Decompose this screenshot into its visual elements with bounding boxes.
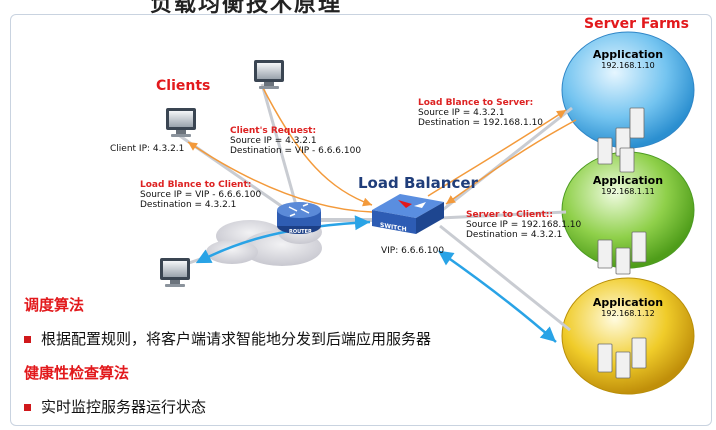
client-monitor-bottom <box>160 258 190 287</box>
lb-to-server-source: Source IP = 4.3.2.1 <box>418 108 505 118</box>
farm-2-title: Application <box>592 174 664 187</box>
farm-1-ip: 192.168.1.10 <box>601 61 655 70</box>
lb-to-server-title: Load Blance to Server: <box>418 98 534 108</box>
server-to-client-title: Server to Client:: <box>466 210 553 220</box>
client-request-label: Client's Request: Source IP = 4.3.2.1 De… <box>230 126 361 156</box>
load-balancer-label: Load Balancer <box>358 174 478 192</box>
note-bullet-health-check: 实时监控服务器运行状态 <box>24 396 206 417</box>
farm-3-ip: 192.168.1.12 <box>601 309 655 318</box>
client-request-title: Client's Request: <box>230 126 317 136</box>
client-monitor-top <box>254 60 284 89</box>
lb-to-client-arrow <box>187 141 373 213</box>
farm-2-label: Application 192.168.1.11 <box>588 174 668 196</box>
client-request-source: Source IP = 4.3.2.1 <box>230 136 317 146</box>
server-to-client-arrow <box>445 119 577 205</box>
server-stack-2 <box>597 231 647 275</box>
bullet-marker <box>24 404 31 411</box>
switch-icon <box>372 194 444 234</box>
lb-to-client-label: Load Blance to Client: Source IP = VIP -… <box>140 180 261 210</box>
client-request-destination: Destination = VIP - 6.6.6.100 <box>230 146 362 156</box>
router-label: ROUTER <box>289 229 312 235</box>
client-request-arrow <box>261 85 373 207</box>
client-monitor-left <box>166 108 196 137</box>
note-heading-health-check: 健康性检查算法 <box>24 364 130 382</box>
lb-to-server-label: Load Blance to Server: Source IP = 4.3.2… <box>418 98 543 128</box>
client-lb-blue-arrow <box>195 215 371 264</box>
lb-to-server-arrow <box>427 109 567 197</box>
router-icon <box>277 202 321 234</box>
note-bullet-scheduling-text: 根据配置规则，将客户端请求智能地分发到后端应用服务器 <box>41 330 432 348</box>
lb-to-client-destination: Destination = 4.3.2.1 <box>140 200 237 210</box>
farm-1-title: Application <box>592 48 664 61</box>
client-ip-label: Client IP: 4.3.2.1 <box>110 144 185 154</box>
server-farm-3 <box>561 277 695 395</box>
lb-to-client-title: Load Blance to Client: <box>140 180 252 190</box>
lb-to-client-source: Source IP = VIP - 6.6.6.100 <box>140 190 262 200</box>
vip-label: VIP: 6.6.6.100 <box>381 246 445 256</box>
slide-title: 负载均衡技术原理 <box>150 0 343 17</box>
lb-farm3-blue-arrow <box>437 250 557 343</box>
farm-3-title: Application <box>592 296 664 309</box>
bullet-marker <box>24 336 31 343</box>
server-stack-1 <box>597 107 645 173</box>
server-to-client-destination: Destination = 4.3.2.1 <box>466 230 563 240</box>
server-stack-3 <box>597 337 647 379</box>
server-to-client-label: Server to Client:: Source IP = 192.168.1… <box>466 210 581 240</box>
server-to-client-source: Source IP = 192.168.1.10 <box>466 220 582 230</box>
note-bullet-scheduling: 根据配置规则，将客户端请求智能地分发到后端应用服务器 <box>24 328 431 349</box>
note-heading-scheduling: 调度算法 <box>24 296 85 314</box>
note-bullet-health-check-text: 实时监控服务器运行状态 <box>41 398 207 416</box>
server-farms-label: Server Farms <box>584 16 689 32</box>
farm-1-label: Application 192.168.1.10 <box>588 48 668 70</box>
farm-2-ip: 192.168.1.11 <box>601 187 655 196</box>
farm-3-label: Application 192.168.1.12 <box>588 296 668 318</box>
clients-label: Clients <box>156 78 211 94</box>
lb-to-server-destination: Destination = 192.168.1.10 <box>418 118 544 128</box>
